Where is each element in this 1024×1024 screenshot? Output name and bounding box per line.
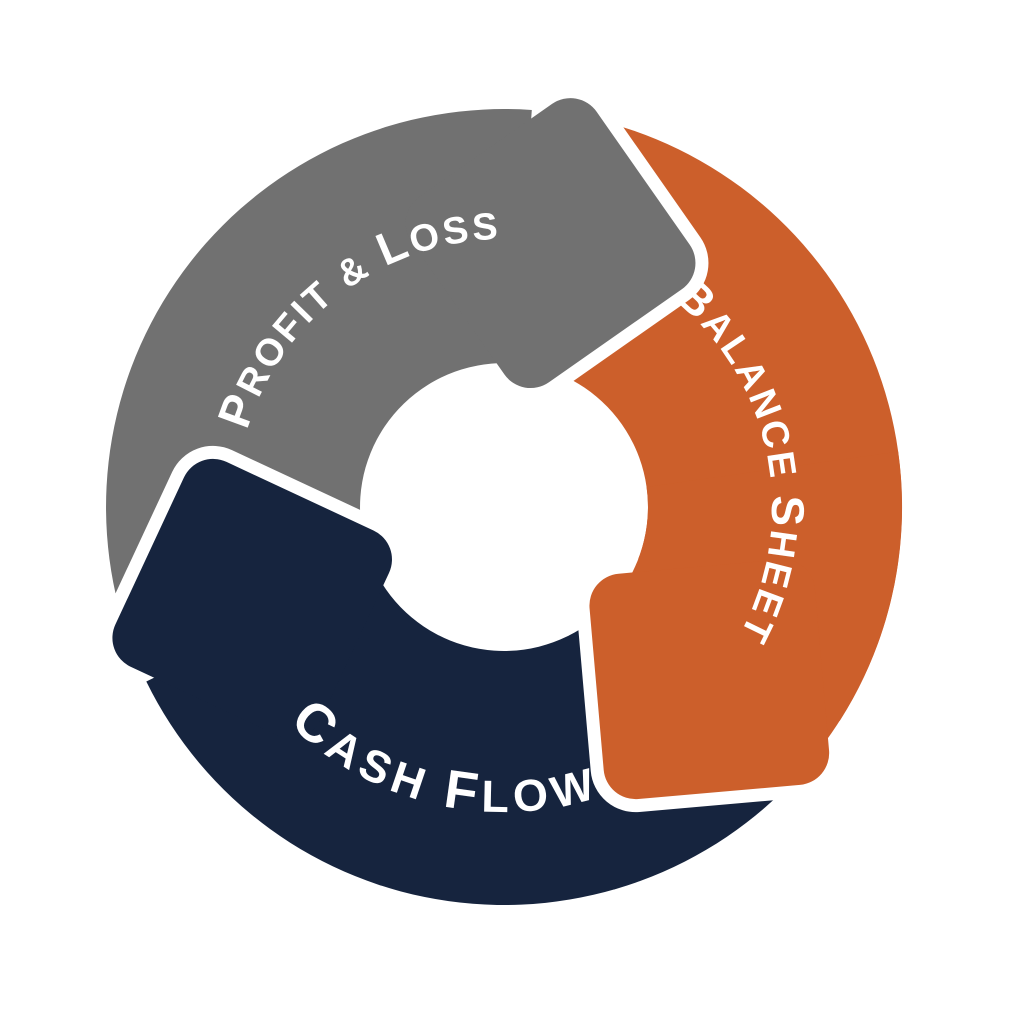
segment-balance-sheet-arrowhead: [589, 559, 830, 800]
segment-cash-flow-arrowhead: [112, 458, 392, 739]
segment-profit-loss-arrowhead: [405, 98, 696, 389]
